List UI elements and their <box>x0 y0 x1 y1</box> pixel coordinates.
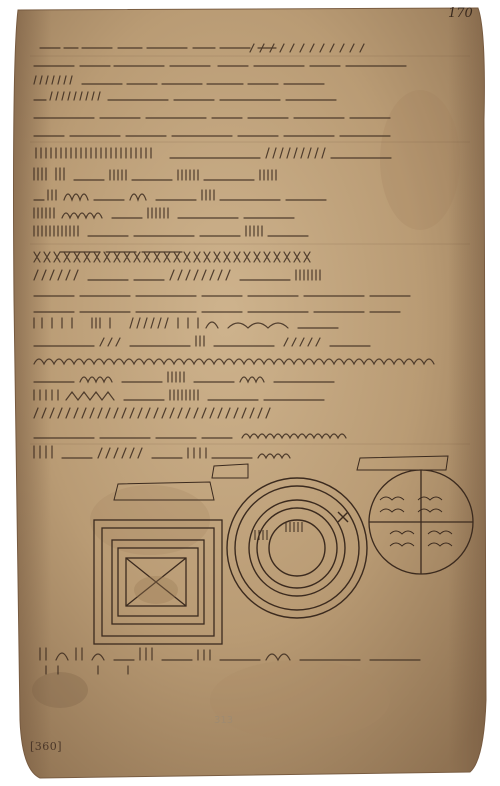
pencil-note: 313 <box>214 715 234 726</box>
folio-number: 170 <box>448 6 473 21</box>
stain <box>210 660 390 740</box>
quartered-circle <box>368 469 474 575</box>
square-diagram <box>93 519 223 645</box>
stain <box>32 672 88 708</box>
text-lines <box>33 43 435 675</box>
concentric-circles <box>226 477 368 619</box>
ruling <box>30 55 470 445</box>
shelfmark: [360] <box>30 740 63 753</box>
stain <box>380 90 460 230</box>
